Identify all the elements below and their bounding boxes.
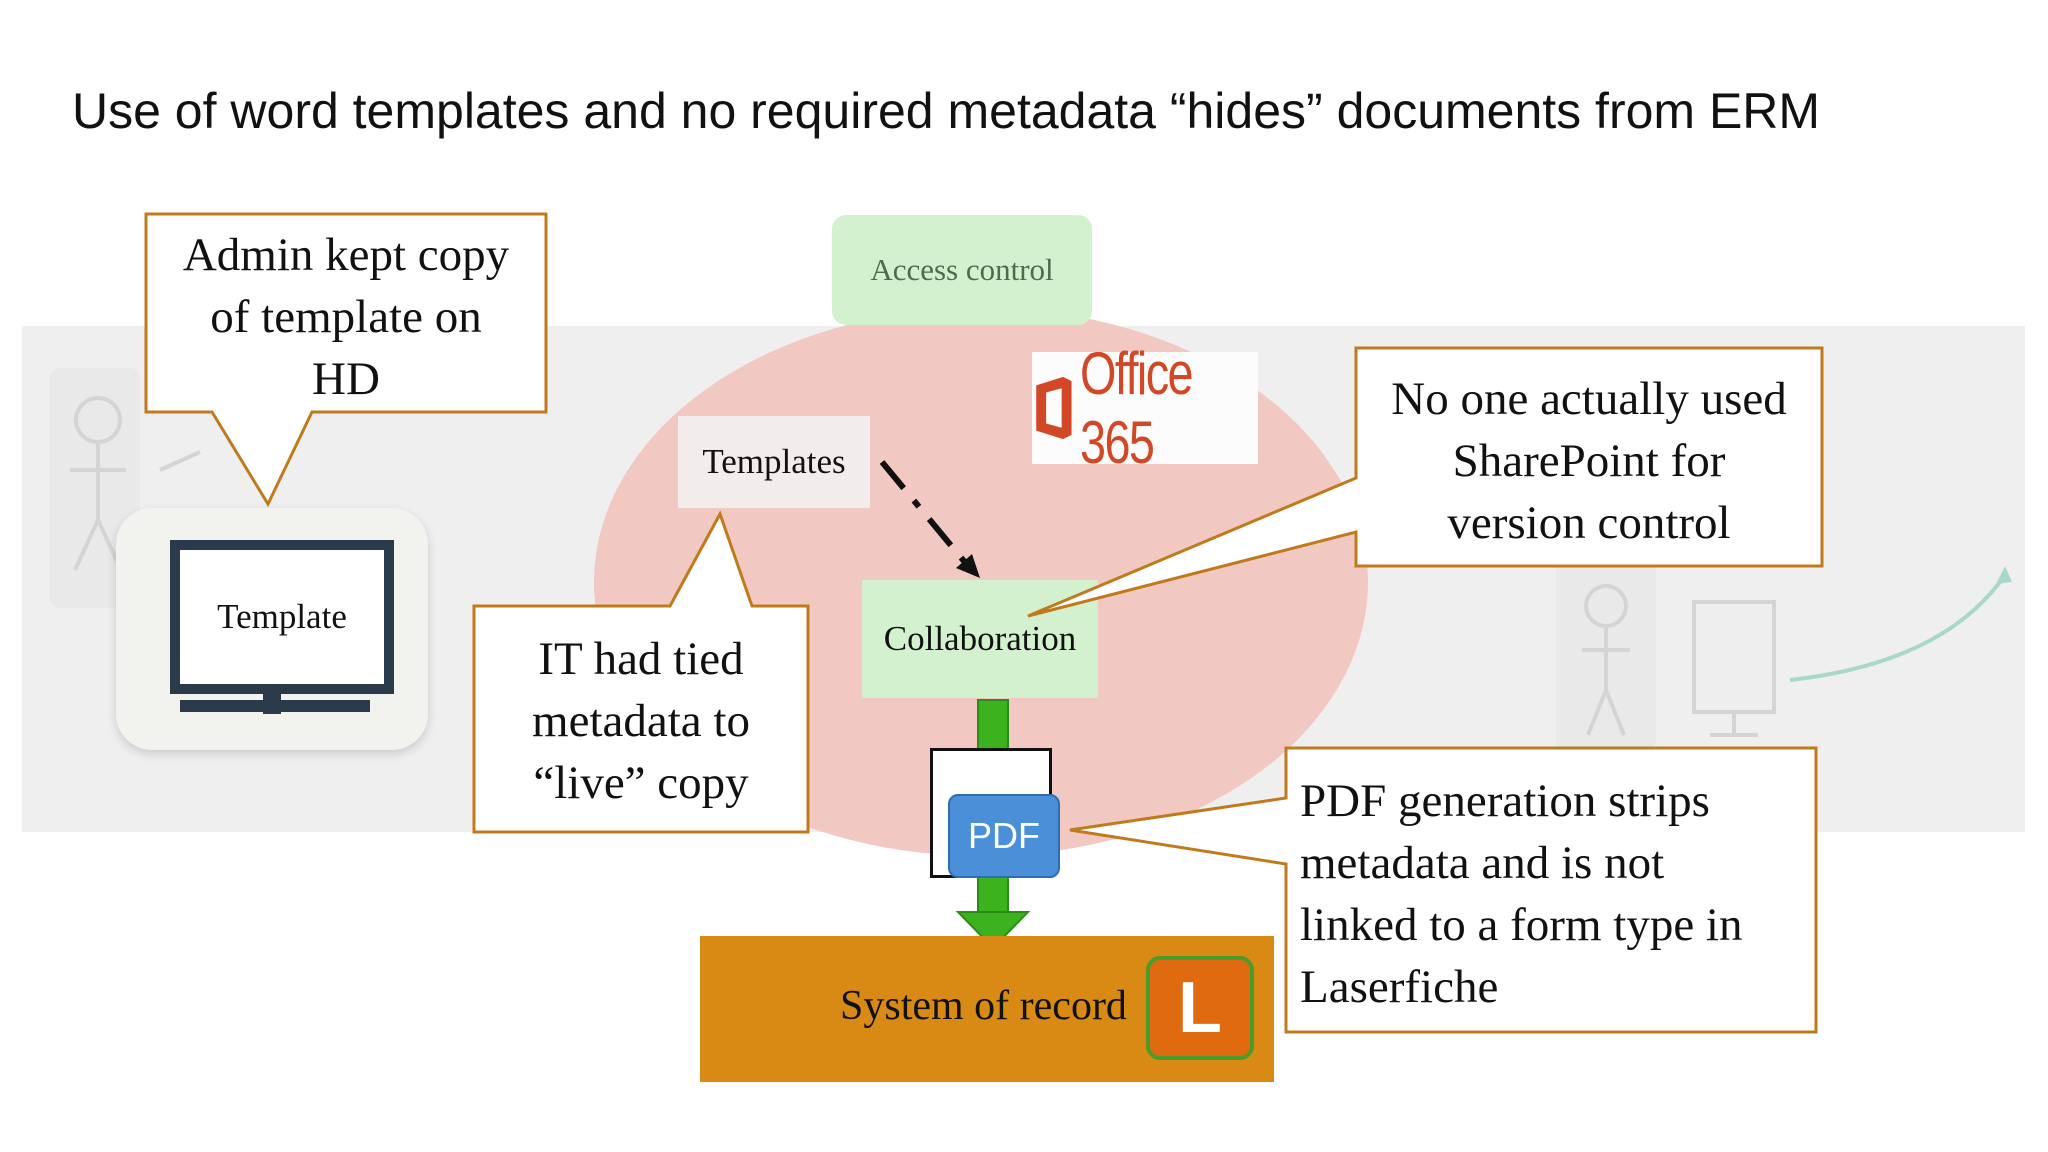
dashed-arrow-line <box>879 460 971 568</box>
office365-logo: Office 365 <box>1032 340 1258 476</box>
callout-pdf-line: metadata and is not <box>1300 837 1665 889</box>
callout-it-line: metadata to <box>532 695 750 747</box>
callout-sharepoint-line: SharePoint for <box>1452 435 1726 487</box>
callout-admin-line: of template on <box>210 291 482 343</box>
callout-admin-line: HD <box>312 353 380 405</box>
dashed-arrow-head <box>956 554 980 578</box>
office-icon <box>1036 376 1072 440</box>
callout-pdf-shape <box>1069 746 1818 1034</box>
callout-sharepoint: No one actually used SharePoint for vers… <box>1356 368 1822 554</box>
pdf-icon: PDF <box>948 794 1060 878</box>
templates-box: Templates <box>678 416 870 508</box>
callout-pdf-line: linked to a form type in <box>1300 899 1743 951</box>
system-of-record-label: System of record <box>840 983 1127 1029</box>
callout-sharepoint-shape <box>1027 346 1824 618</box>
callout-admin-shape <box>144 212 548 508</box>
callout-it-line: IT had tied <box>538 633 744 685</box>
office365-wordmark: Office 365 <box>1079 340 1194 476</box>
monitor-base <box>180 700 370 712</box>
collaboration-box: Collaboration <box>862 580 1098 698</box>
monitor-screen: Template <box>170 540 394 694</box>
callout-it-shape <box>472 510 810 834</box>
laserfiche-icon: L <box>1146 956 1254 1060</box>
callout-pdf-line: PDF generation strips <box>1300 775 1710 827</box>
slide-title: Use of word templates and no required me… <box>72 83 1821 139</box>
callout-sharepoint-line: version control <box>1447 497 1731 549</box>
callout-admin: Admin kept copy of template on HD <box>146 224 546 410</box>
callout-pdf-line: Laserfiche <box>1300 961 1499 1013</box>
callout-it: IT had tied metadata to “live” copy <box>474 628 808 814</box>
callout-pdf-generation: PDF generation strips metadata and is no… <box>1300 770 1810 1018</box>
callout-it-line: “live” copy <box>533 757 749 809</box>
callout-sharepoint-line: No one actually used <box>1391 373 1787 425</box>
access-control-box: Access control <box>832 215 1092 325</box>
green-arrow-head <box>955 911 1031 950</box>
callout-admin-line: Admin kept copy <box>182 229 510 281</box>
